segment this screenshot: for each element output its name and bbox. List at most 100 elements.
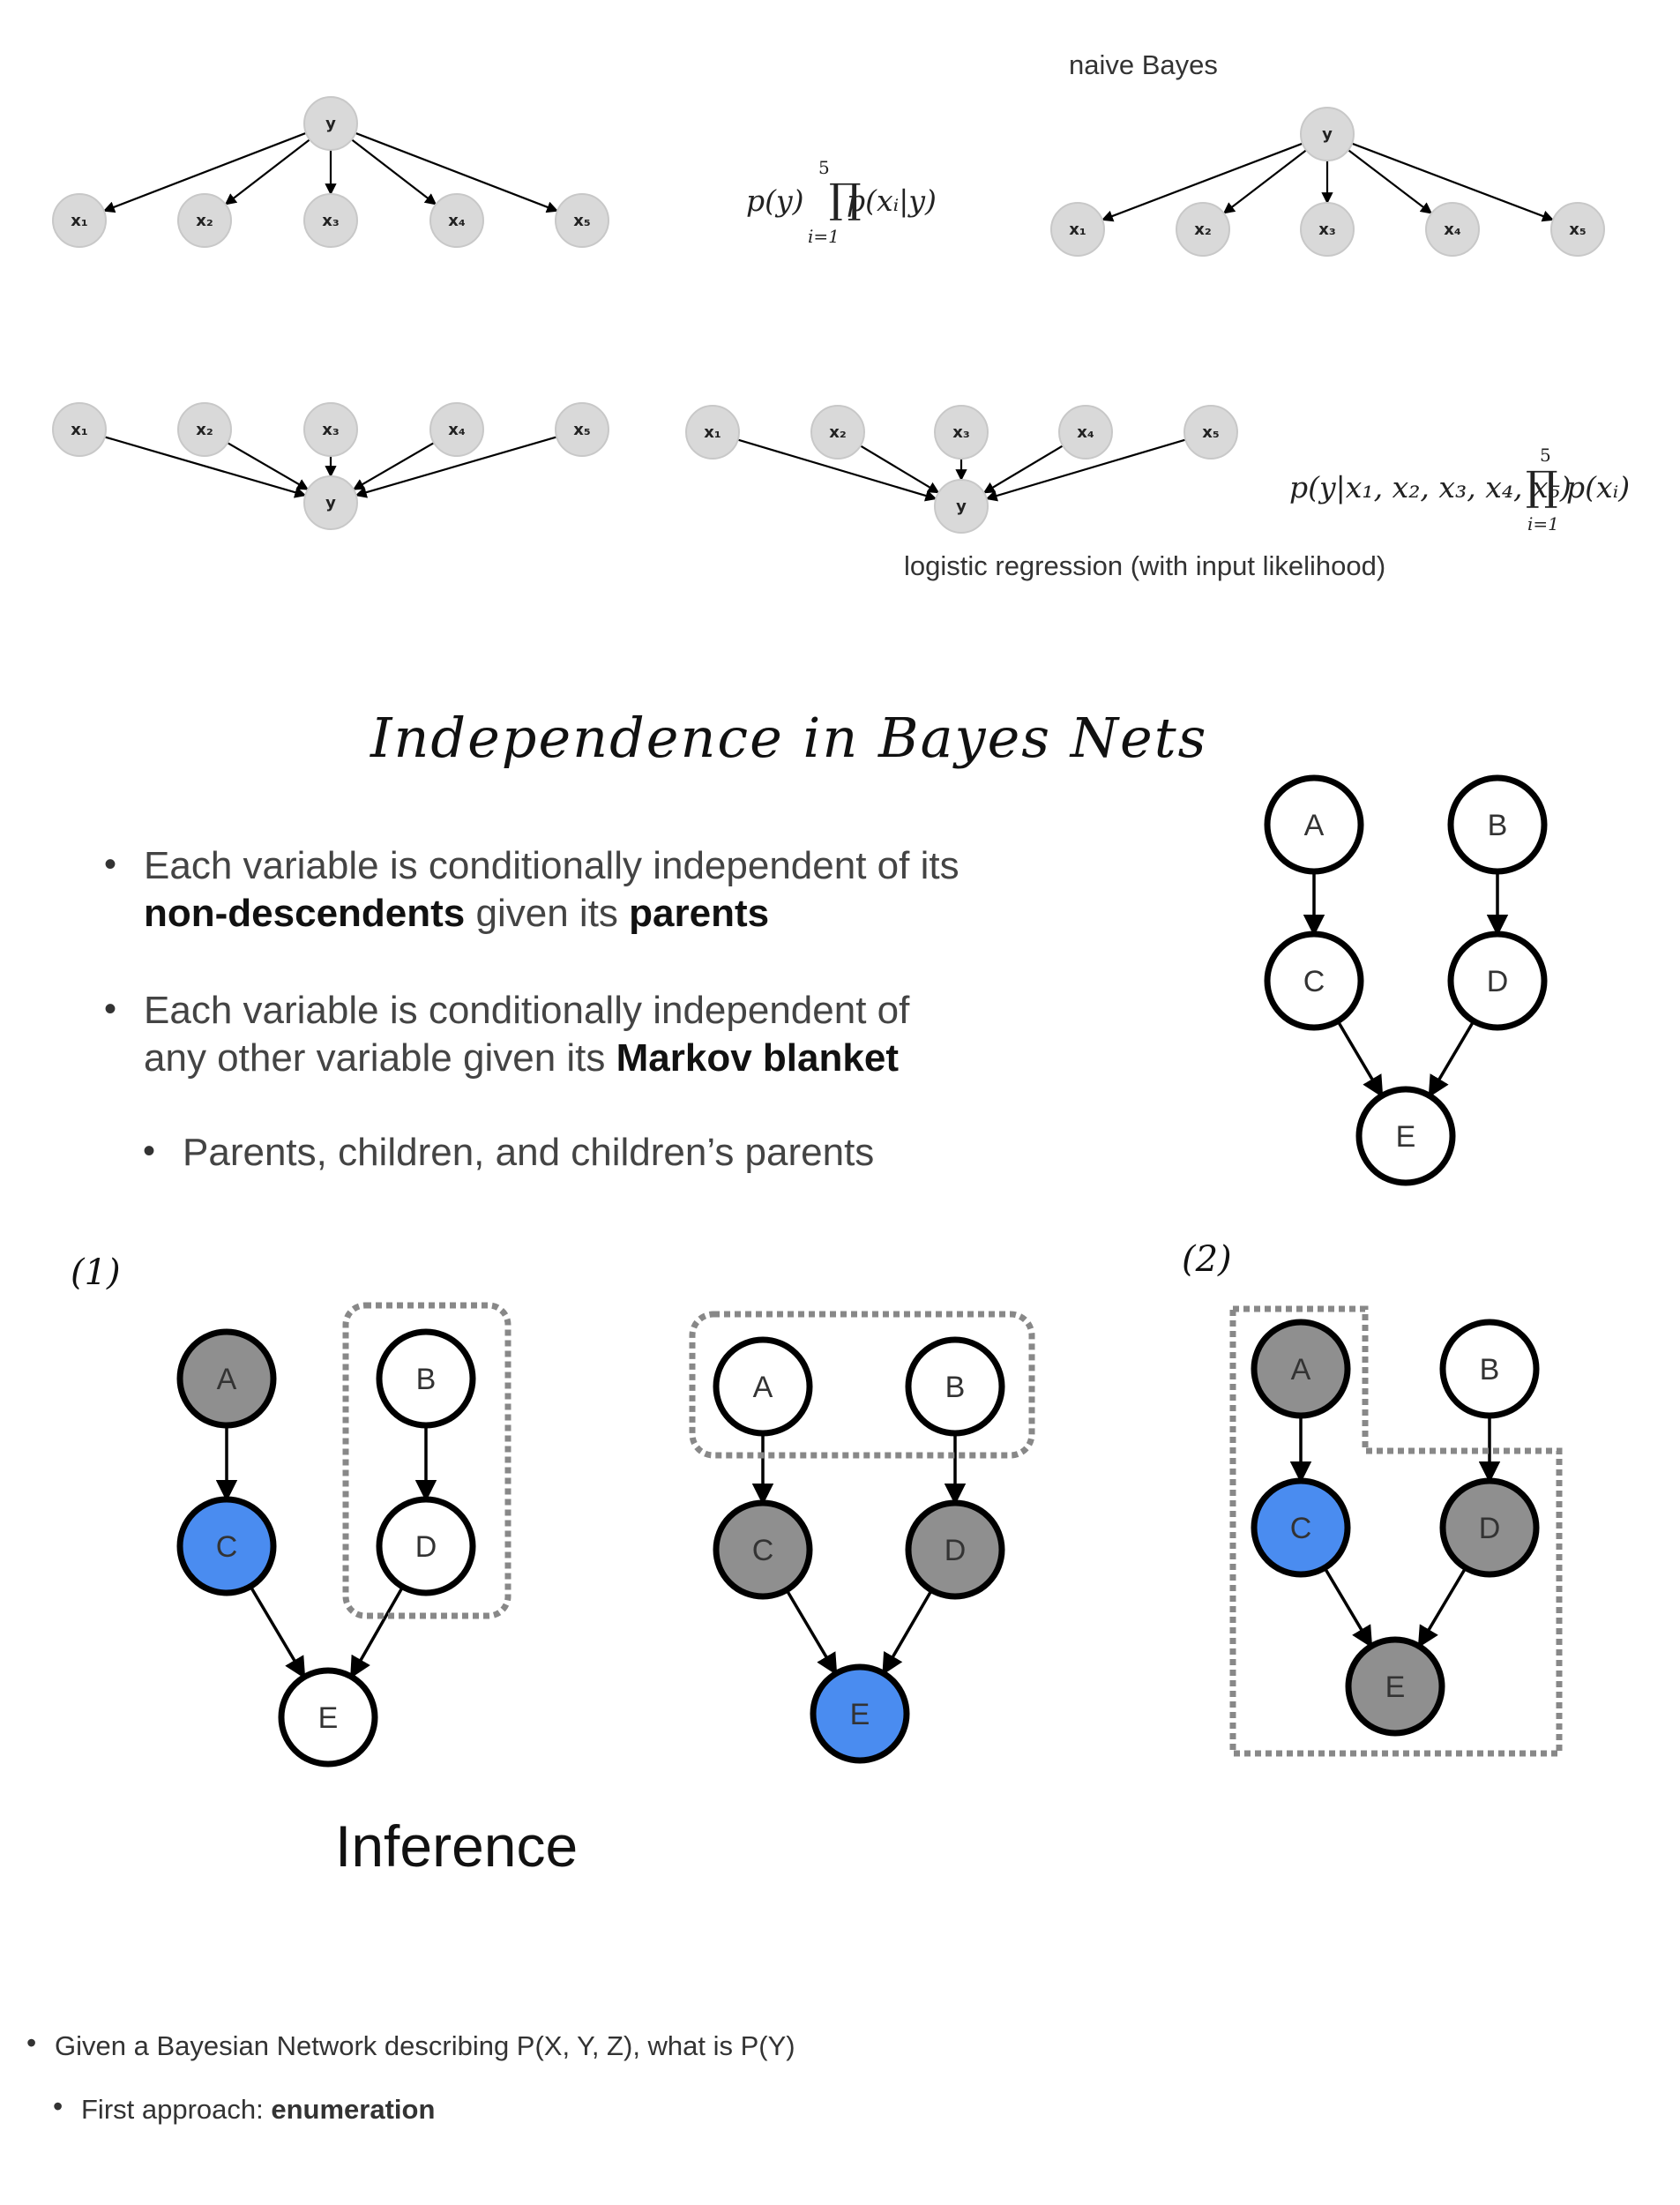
node-label: B <box>416 1363 437 1396</box>
inference-bullet-2: First approach: enumeration <box>81 2094 436 2125</box>
diagram-logistic-edge-x1-y <box>737 438 937 502</box>
diagram-top-left-node-x2: x₂ <box>177 193 232 248</box>
diagram-top-left-edge-y-x2 <box>224 138 310 206</box>
inference-bullet-1: Given a Bayesian Network describing P(X,… <box>55 2030 795 2061</box>
diagram-naive-bayes-edge-y-x4 <box>1348 149 1433 214</box>
node-circle <box>429 193 484 248</box>
node-label: y <box>325 115 336 133</box>
node-circle <box>177 402 232 457</box>
logistic-formula-rhs: p(xᵢ) <box>1566 470 1631 505</box>
naive-bayes-formula-lhs: p(y) <box>746 183 804 218</box>
node-label: x₅ <box>573 421 591 439</box>
diagram-example-middle-node-b: B <box>905 1336 1005 1437</box>
markov-blanket-box-2 <box>1229 1305 1563 1757</box>
node-circle <box>934 479 989 534</box>
node-circle <box>1550 202 1605 257</box>
inference-title: Inference <box>335 1813 579 1879</box>
node-circle <box>1264 931 1364 1031</box>
diagram-example-middle-edge-c-e <box>785 1588 838 1676</box>
diagram-mid-left-node-x1: x₁ <box>52 402 107 457</box>
diagram-naive-bayes-node-x5: x₅ <box>1550 202 1605 257</box>
node-circle <box>905 1499 1005 1600</box>
diagram-example-2-edge-d-e <box>1417 1566 1467 1648</box>
node-label: x₂ <box>1194 220 1212 239</box>
node-label: C <box>1303 965 1325 998</box>
independence-title: Independence in Bayes Nets <box>370 706 1208 770</box>
node-circle <box>1300 202 1355 257</box>
diagram-naive-bayes-node-y: y <box>1300 107 1355 161</box>
annotation-mark-1: (1) <box>71 1252 121 1293</box>
diagram-example-1-edge-c-e <box>249 1585 306 1679</box>
node-label: y <box>1322 125 1333 144</box>
node-label: D <box>1479 1512 1501 1545</box>
bullet-dot: • <box>104 990 117 1028</box>
node-label: x₅ <box>1569 220 1587 239</box>
diagram-logistic-node-x4: x₄ <box>1058 405 1113 460</box>
diagram-logistic-node-y: y <box>934 479 989 534</box>
node-circle <box>810 405 865 460</box>
diagram-example-2-node-d: D <box>1439 1477 1540 1578</box>
diagram-top-left-edge-y-x5 <box>355 131 559 213</box>
diagram-example-1-node-b: B <box>376 1328 476 1429</box>
diagram-top-left-node-x3: x₃ <box>303 193 358 248</box>
node-label: E <box>850 1698 870 1731</box>
diagram-naive-bayes-edge-y-x1 <box>1101 142 1303 222</box>
node-circle <box>303 96 358 151</box>
node-label: x₅ <box>573 212 591 230</box>
diagram-example-2-node-a: A <box>1251 1319 1351 1419</box>
node-label: x₃ <box>952 423 970 442</box>
node-circle <box>1447 931 1548 1031</box>
diagram-example-middle-node-a: A <box>713 1336 813 1437</box>
node-circle <box>176 1328 277 1429</box>
node-circle <box>303 402 358 457</box>
diagram-top-left-edge-y-x1 <box>102 131 307 213</box>
node-label: x₄ <box>448 212 466 230</box>
node-circle <box>376 1496 476 1596</box>
diagram-logistic-node-x1: x₁ <box>685 405 740 460</box>
node-circle <box>555 402 609 457</box>
node-circle <box>1176 202 1230 257</box>
diagram-independence-node-d: D <box>1447 931 1548 1031</box>
diagram-independence-edge-c-e <box>1336 1020 1384 1098</box>
diagram-example-2-node-b: B <box>1439 1319 1540 1419</box>
node-label: x₂ <box>196 212 213 230</box>
diagram-example-1-edge-d-e <box>349 1586 405 1679</box>
diagram-mid-left-node-y: y <box>303 475 358 530</box>
diagram-logistic-edge-x5-y <box>985 438 1186 502</box>
node-circle <box>1251 1319 1351 1419</box>
diagram-logistic-edge-x4-y <box>982 445 1064 494</box>
independence-bullet-1: Each variable is conditionally independe… <box>144 844 959 935</box>
diagram-top-left-node-x4: x₄ <box>429 193 484 248</box>
node-label: x₁ <box>1069 220 1086 239</box>
diagram-independence-node-e: E <box>1355 1086 1456 1186</box>
node-label: x₃ <box>1318 220 1336 239</box>
diagram-naive-bayes-node-x3: x₃ <box>1300 202 1355 257</box>
diagram-example-middle-node-d: D <box>905 1499 1005 1600</box>
node-circle <box>303 193 358 248</box>
diagram-top-left-node-x1: x₁ <box>52 193 107 248</box>
naive-bayes-formula-upper: 5 <box>818 157 830 178</box>
markov-blanket-box-middle <box>689 1311 1035 1459</box>
diagram-top-left-node-y: y <box>303 96 358 151</box>
node-circle <box>1183 405 1238 460</box>
node-circle <box>1050 202 1105 257</box>
node-label: C <box>752 1534 774 1567</box>
diagram-logistic-edge-x2-y <box>860 445 940 494</box>
diagram-logistic-node-x2: x₂ <box>810 405 865 460</box>
diagram-mid-left-node-x2: x₂ <box>177 402 232 457</box>
diagram-independence-node-a: A <box>1264 774 1364 875</box>
diagram-example-2-node-e: E <box>1345 1636 1445 1737</box>
node-label: x₁ <box>71 421 88 439</box>
diagram-example-1-node-c: C <box>176 1496 277 1596</box>
node-label: C <box>1290 1512 1312 1545</box>
diagram-naive-bayes-node-x1: x₁ <box>1050 202 1105 257</box>
diagram-example-middle-node-e: E <box>810 1663 910 1764</box>
node-circle <box>177 193 232 248</box>
node-circle <box>934 405 989 460</box>
diagram-example-1-node-d: D <box>376 1496 476 1596</box>
node-circle <box>1447 774 1548 875</box>
logistic-formula-product: ∏ <box>1526 462 1558 510</box>
logistic-regression-caption: logistic regression (with input likeliho… <box>904 550 1386 581</box>
naive-bayes-formula-lower: i=1 <box>808 226 840 247</box>
